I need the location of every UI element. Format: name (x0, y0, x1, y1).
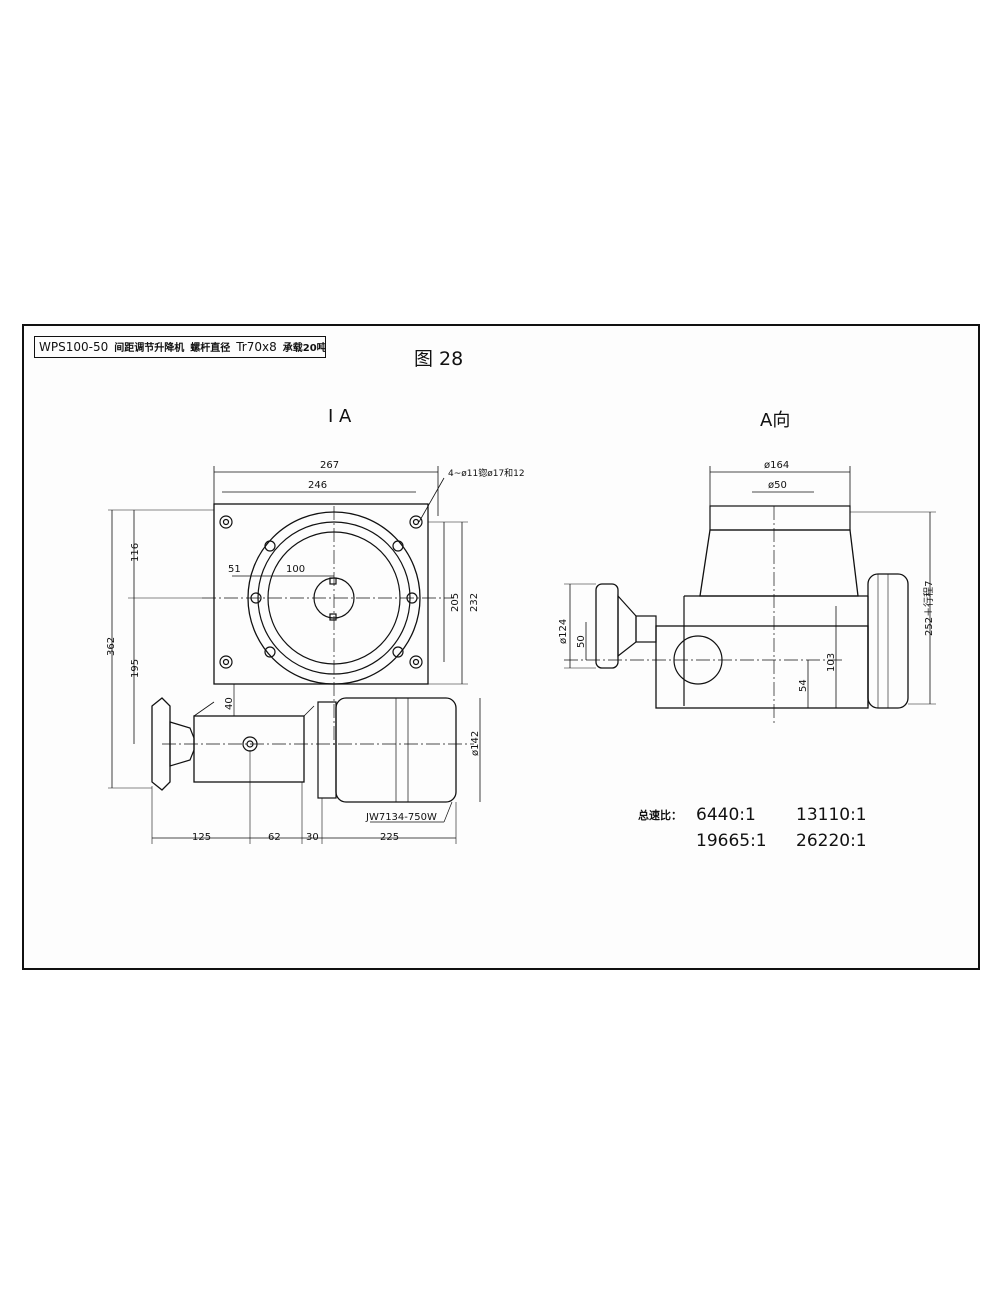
dim-100: 100 (286, 564, 305, 575)
dim-252: 252＋行程7 (922, 581, 935, 636)
dim-54: 54 (798, 679, 809, 692)
dim-246: 246 (308, 480, 327, 491)
dim-232: 232 (469, 593, 480, 612)
dim-40: 40 (224, 697, 235, 710)
bolt-hole (409, 515, 423, 529)
dim-103: 103 (826, 653, 837, 672)
drawing-sheet: WPS100-50 间距调节升降机螺杆直径 Tr70x8 承载20吨 图 28 I A… (22, 324, 980, 970)
load-spec: 承载20吨 (282, 343, 326, 354)
view-label-right: A向 (760, 410, 791, 431)
dim-164: ø164 (764, 460, 789, 471)
dim-125: 125 (192, 832, 211, 843)
worm-housing (655, 625, 869, 709)
motor-label: JW7134-750W (365, 812, 437, 823)
dim-124: ø124 (558, 619, 569, 644)
ratio-value: 13110:1 (796, 805, 867, 825)
technical-drawing: 267 246 4~ø11锪ø17和12 (106, 460, 936, 844)
dim-50: 50 (576, 635, 587, 648)
ratio-label: 总速比： (638, 809, 682, 822)
dim-195: 195 (130, 659, 141, 678)
model-number: WPS100-50 (39, 340, 109, 354)
speed-ratio-table: 总速比： 6440:1 13110:1 19665:1 26220:1 (638, 802, 896, 854)
dim-267: 267 (320, 460, 339, 471)
bolt-hole (409, 655, 423, 669)
dim-50-shaft: ø50 (768, 480, 787, 491)
view-label-left: I A (328, 406, 352, 427)
dim-225: 225 (380, 832, 399, 843)
left-view: 267 246 4~ø11锪ø17和12 (106, 460, 525, 844)
handwheel (151, 697, 171, 791)
dim-62: 62 (268, 832, 281, 843)
right-view: ø164 ø50 (558, 460, 936, 726)
dim-51: 51 (228, 564, 241, 575)
dim-362: 362 (106, 637, 117, 656)
side-handwheel (595, 583, 619, 669)
gearbox-body (193, 715, 305, 783)
motor-flange (317, 701, 337, 799)
base-plate (213, 503, 429, 685)
bolt-hole (219, 515, 233, 529)
holes-note: 4~ø11锪ø17和12 (448, 467, 525, 479)
housing (699, 529, 859, 597)
dim-142: ø142 (470, 731, 481, 756)
dim-30: 30 (306, 832, 319, 843)
dim-116: 116 (130, 543, 141, 562)
ratio-value: 19665:1 (696, 831, 767, 851)
product-name: 间距调节升降机 (114, 343, 185, 354)
ratio-value: 26220:1 (796, 831, 867, 851)
title-block: WPS100-50 间距调节升降机螺杆直径 Tr70x8 承载20吨 (34, 336, 326, 358)
ratio-value: 6440:1 (696, 805, 756, 825)
dim-205: 205 (450, 593, 461, 612)
screw-label: 螺杆直径 (190, 343, 231, 354)
bolt-hole (219, 655, 233, 669)
figure-number: 图 28 (414, 348, 464, 370)
screw-spec: Tr70x8 (236, 340, 277, 354)
top-shaft (709, 505, 851, 531)
